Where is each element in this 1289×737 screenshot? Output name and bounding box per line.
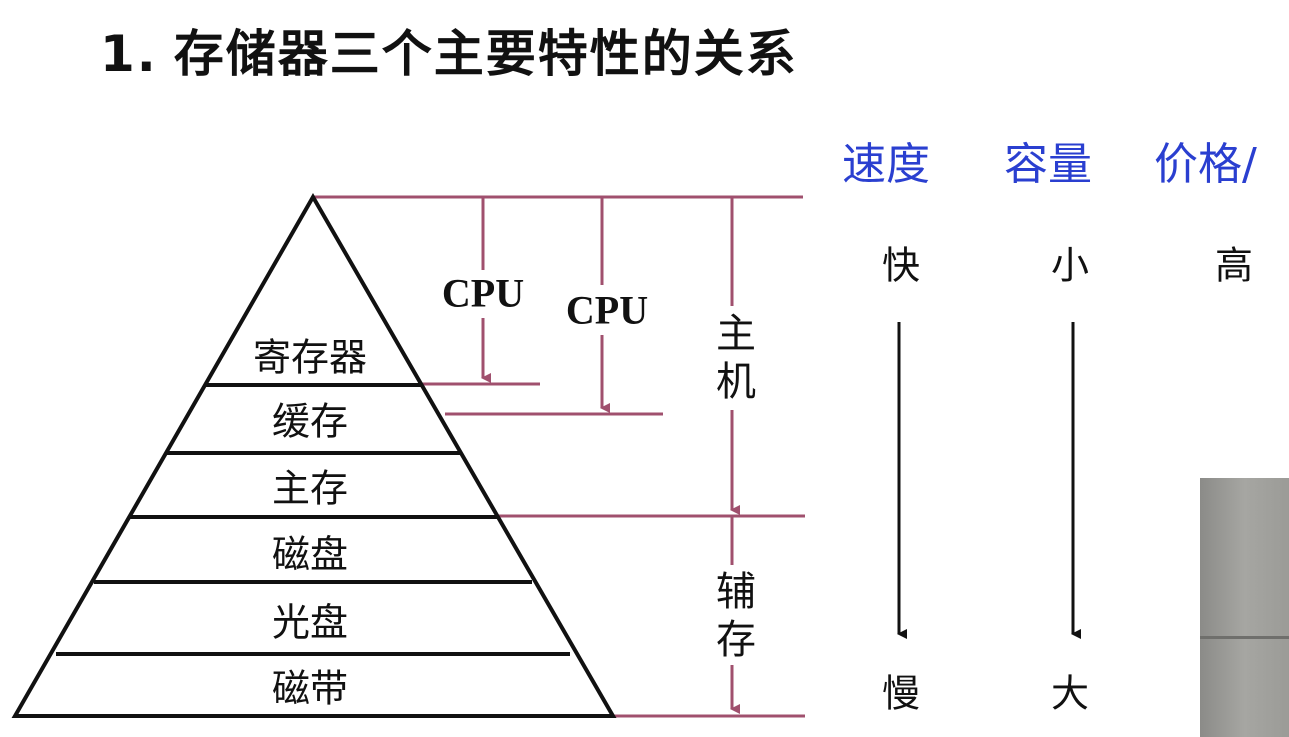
- cpu-inner-label: CPU: [441, 270, 525, 316]
- host-char-1: 主: [716, 311, 756, 357]
- price-header: 价格/: [1154, 139, 1257, 190]
- level-tape: 磁带: [271, 666, 349, 711]
- host-label: 主 机: [714, 310, 758, 406]
- aux-char-1: 辅: [716, 569, 756, 615]
- capacity-bottom: 大: [1050, 671, 1090, 716]
- host-char-2: 机: [716, 359, 756, 405]
- video-overlay: [1200, 478, 1289, 737]
- title-text: 存储器三个主要特性的关系: [173, 25, 798, 83]
- speed-bottom: 慢: [881, 671, 921, 716]
- level-optical-disc: 光盘: [271, 600, 349, 645]
- pyramid-outline: [11, 192, 617, 718]
- title-number: 1.: [100, 25, 158, 83]
- capacity-top: 小: [1050, 243, 1090, 288]
- aux-char-2: 存: [716, 617, 756, 663]
- auxiliary-label: 辅 存: [714, 568, 758, 664]
- level-registers: 寄存器: [252, 335, 368, 380]
- level-main-memory: 主存: [271, 466, 349, 511]
- speed-header: 速度: [842, 139, 930, 190]
- slide-title: 1. 存储器三个主要特性的关系: [100, 14, 798, 86]
- level-disk: 磁盘: [271, 532, 349, 577]
- overlay-seam: [1200, 636, 1289, 639]
- price-top: 高: [1214, 243, 1254, 288]
- cpu-outer-label: CPU: [565, 287, 649, 333]
- level-cache: 缓存: [271, 399, 349, 444]
- speed-top: 快: [881, 243, 921, 288]
- capacity-header: 容量: [1004, 139, 1092, 190]
